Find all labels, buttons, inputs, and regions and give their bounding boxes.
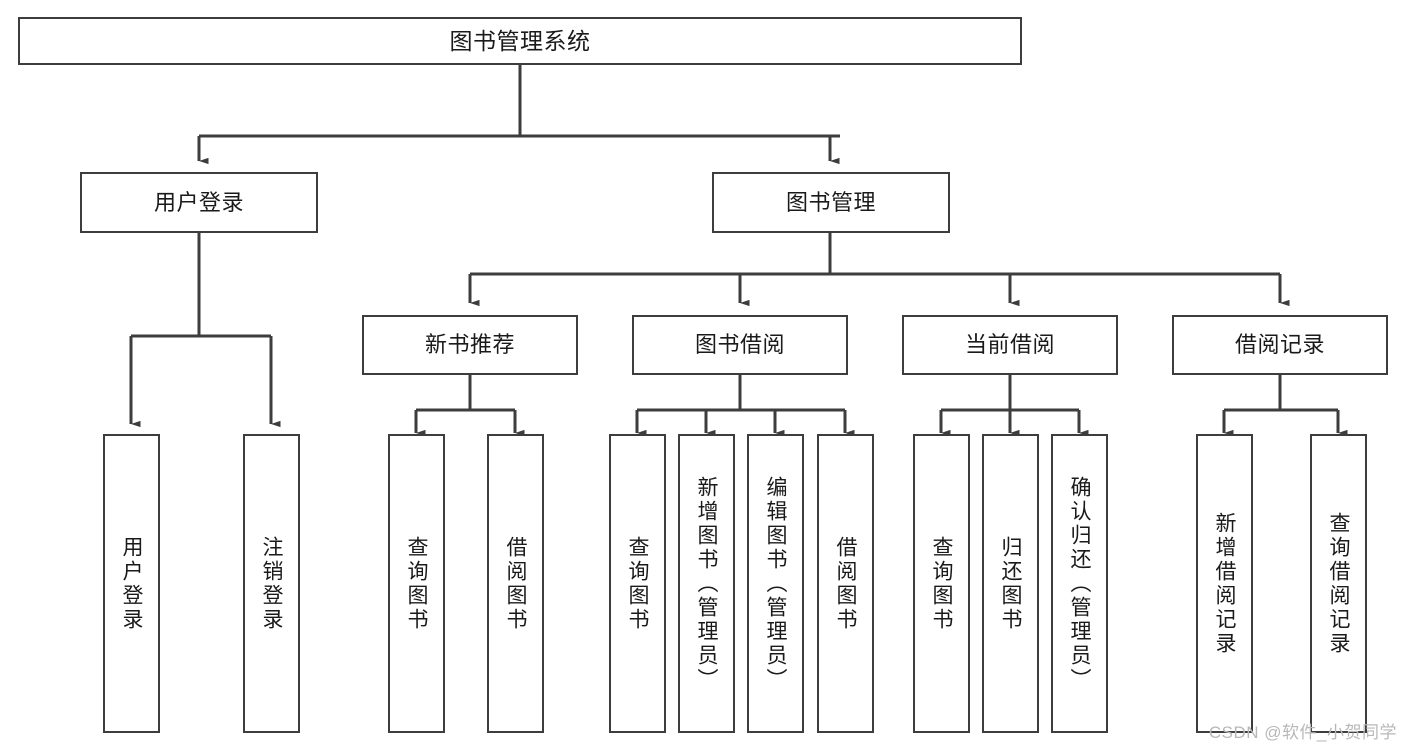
leaf-borrow-add-book-admin[interactable]: 新增图书（管理员）: [678, 434, 735, 733]
node-label: 图书借阅: [694, 332, 785, 358]
node-book-borrow[interactable]: 图书借阅: [632, 315, 848, 375]
node-label: 用户登录: [120, 535, 143, 632]
node-label: 编辑图书（管理员）: [764, 475, 787, 692]
node-label: 查询图书: [405, 535, 428, 632]
leaf-records-add-record[interactable]: 新增借阅记录: [1196, 434, 1253, 733]
leaf-user-login-logout[interactable]: 注销登录: [243, 434, 300, 733]
leaf-borrow-borrow-book[interactable]: 借阅图书: [817, 434, 874, 733]
node-label: 查询借阅记录: [1327, 511, 1350, 656]
node-label: 用户登录: [153, 189, 244, 215]
node-label: 借阅图书: [834, 535, 857, 632]
leaf-current-return-book[interactable]: 归还图书: [982, 434, 1039, 733]
node-new-book-recommend[interactable]: 新书推荐: [362, 315, 578, 375]
node-book-management[interactable]: 图书管理: [712, 172, 950, 233]
leaf-current-confirm-return-admin[interactable]: 确认归还（管理员）: [1051, 434, 1108, 733]
node-label: 新增图书（管理员）: [695, 475, 718, 692]
leaf-borrow-query-book[interactable]: 查询图书: [609, 434, 666, 733]
leaf-recommend-borrow-book[interactable]: 借阅图书: [487, 434, 544, 733]
node-label: 注销登录: [260, 535, 283, 632]
node-root-book-management-system[interactable]: 图书管理系统: [18, 17, 1022, 65]
node-label: 查询图书: [930, 535, 953, 632]
leaf-records-query-record[interactable]: 查询借阅记录: [1310, 434, 1367, 733]
node-label: 当前借阅: [964, 332, 1055, 358]
node-borrow-records[interactable]: 借阅记录: [1172, 315, 1388, 375]
node-label: 图书管理: [785, 189, 876, 215]
node-label: 新增借阅记录: [1213, 511, 1236, 656]
leaf-current-query-book[interactable]: 查询图书: [913, 434, 970, 733]
node-label: 确认归还（管理员）: [1068, 475, 1091, 692]
node-label: 图书管理系统: [449, 27, 591, 54]
node-label: 借阅记录: [1234, 332, 1325, 358]
leaf-user-login-login[interactable]: 用户登录: [103, 434, 160, 733]
node-user-login[interactable]: 用户登录: [80, 172, 318, 233]
node-label: 归还图书: [999, 535, 1022, 632]
node-current-borrow[interactable]: 当前借阅: [902, 315, 1118, 375]
node-label: 查询图书: [626, 535, 649, 632]
leaf-recommend-query-book[interactable]: 查询图书: [388, 434, 445, 733]
watermark: CSDN @软件_小贺同学: [1208, 723, 1397, 742]
node-label: 新书推荐: [424, 332, 515, 358]
node-label: 借阅图书: [504, 535, 527, 632]
leaf-borrow-edit-book-admin[interactable]: 编辑图书（管理员）: [747, 434, 804, 733]
